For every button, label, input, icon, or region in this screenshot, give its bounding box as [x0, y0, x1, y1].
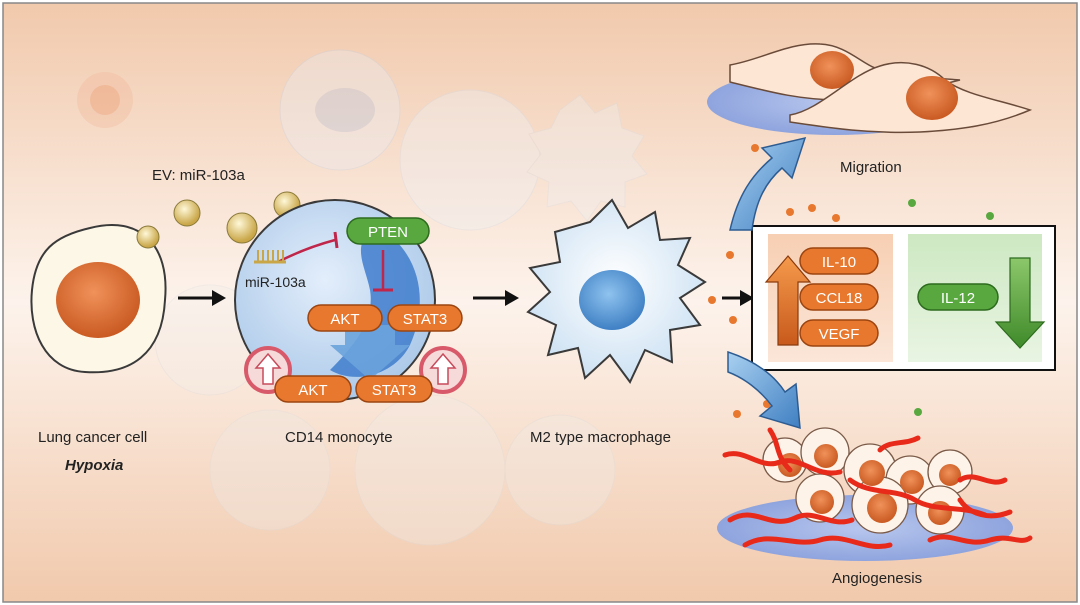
- up-indicator-right-icon: [419, 346, 467, 394]
- lung-cancer-cell-label: Lung cancer cell: [38, 429, 147, 446]
- stat3-pill-bottom: STAT3: [355, 375, 433, 403]
- svg-text:STAT3: STAT3: [372, 382, 416, 399]
- arrow-to-migration: [729, 136, 807, 231]
- arrow-cancer-to-monocyte: [178, 290, 226, 306]
- vegf-pill: VEGF: [799, 319, 879, 347]
- il10-pill: IL-10: [799, 247, 879, 275]
- svg-text:AKT: AKT: [298, 382, 327, 399]
- akt-pill-bottom: AKT: [274, 375, 352, 403]
- arrow-monocyte-to-macrophage: [473, 290, 519, 306]
- akt-pill-top: AKT: [307, 304, 383, 332]
- stat3-pill-top: STAT3: [387, 304, 463, 332]
- arrow-macrophage-to-cytokines: [722, 290, 754, 306]
- hypoxia-label: Hypoxia: [65, 457, 123, 474]
- svg-text:STAT3: STAT3: [403, 311, 447, 328]
- mir-label: miR-103a: [245, 274, 306, 290]
- m2-macrophage: [526, 198, 707, 384]
- pten-pill: PTEN: [346, 217, 430, 245]
- blood-vessels: [722, 427, 1033, 549]
- svg-text:IL-12: IL-12: [941, 290, 975, 307]
- ccl18-pill: CCL18: [799, 283, 879, 311]
- arrow-to-angiogenesis: [727, 350, 801, 430]
- m2-macrophage-label: M2 type macrophage: [530, 429, 671, 446]
- il12-pill: IL-12: [917, 283, 999, 311]
- cd14-monocyte: [234, 199, 436, 401]
- mirna-icon: [254, 250, 286, 264]
- ev-label: EV: miR-103a: [152, 167, 245, 184]
- svg-text:PTEN: PTEN: [368, 224, 408, 241]
- migration-illustration: [707, 43, 1033, 135]
- migration-label: Migration: [840, 159, 902, 176]
- svg-text:AKT: AKT: [330, 311, 359, 328]
- cd14-monocyte-label: CD14 monocyte: [285, 429, 393, 446]
- svg-text:IL-10: IL-10: [822, 254, 856, 271]
- svg-text:CCL18: CCL18: [816, 290, 863, 307]
- background-cells: [77, 49, 648, 546]
- downregulation-arrow-icon: [994, 257, 1046, 349]
- lung-cancer-cell: [30, 223, 167, 374]
- angiogenesis-label: Angiogenesis: [832, 570, 922, 587]
- upregulation-arrow-icon: [764, 255, 812, 346]
- svg-text:VEGF: VEGF: [819, 326, 860, 343]
